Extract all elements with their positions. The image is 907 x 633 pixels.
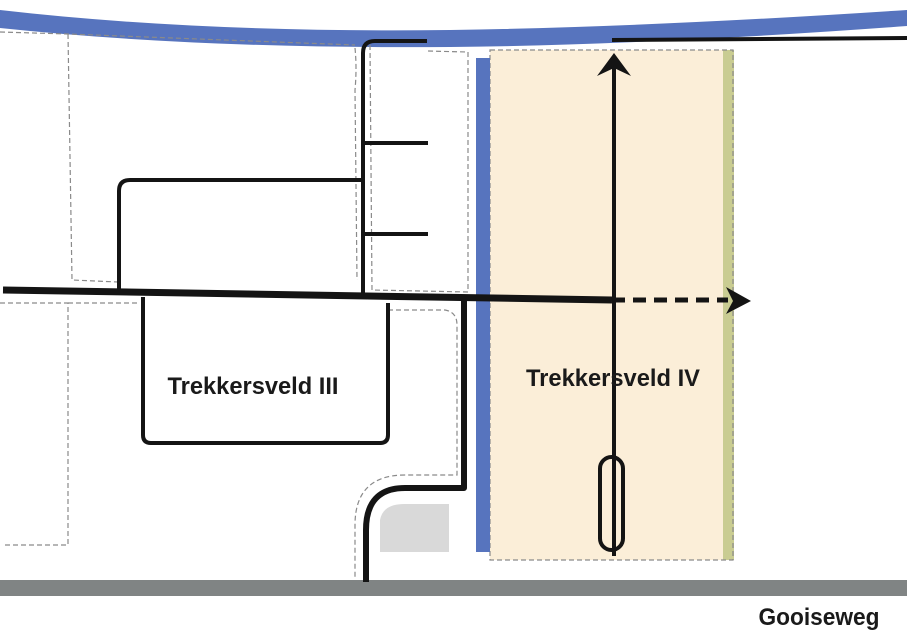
road-label: Gooiseweg	[759, 604, 880, 631]
paved-area	[380, 504, 449, 552]
arrow-up-icon	[597, 53, 631, 76]
main-east-west-path	[2, 286, 613, 304]
arrow-right-icon	[726, 287, 751, 314]
parking-loop	[598, 455, 625, 552]
top-east-path	[611, 36, 907, 42]
water-channel	[476, 58, 490, 552]
loop-path	[117, 178, 363, 292]
field-4-label: Trekkersveld IV	[526, 365, 700, 392]
upper-vertical-path	[361, 39, 427, 295]
canal-top	[0, 10, 907, 48]
gooiseweg-road	[0, 580, 907, 596]
hedge-strip	[723, 50, 734, 560]
parcel-boundaries	[0, 31, 469, 578]
south-connector-path	[363, 297, 467, 582]
field-4-area	[490, 50, 730, 560]
field-3-label: Trekkersveld III	[168, 373, 339, 400]
field-3-outline	[141, 297, 390, 445]
path-network	[2, 36, 907, 582]
